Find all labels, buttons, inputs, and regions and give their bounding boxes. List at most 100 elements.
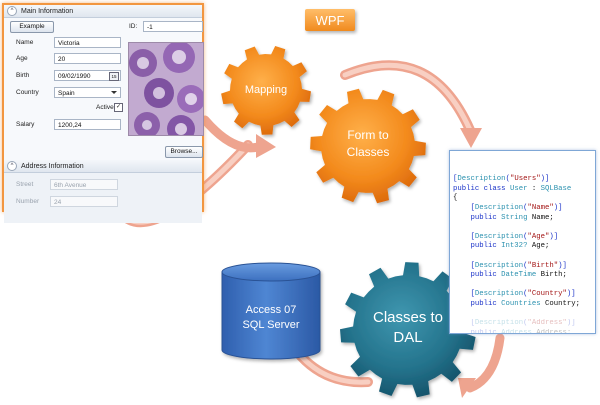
code-token: [ [470, 203, 475, 212]
code-token: Birth; [536, 271, 567, 280]
code-line: public class User : SQLBase [453, 185, 592, 195]
code-line [453, 223, 592, 233]
collapse-chevron-icon[interactable]: ^ [7, 161, 17, 171]
age-label: Age [16, 55, 28, 62]
code-token: Description [474, 261, 524, 270]
number-field[interactable]: 24 [50, 196, 118, 207]
collapse-chevron-icon[interactable]: ^ [7, 6, 17, 16]
main-information-title: Main Information [21, 7, 74, 15]
wpf-label: WPF [316, 13, 345, 28]
code-line: [Description("Age")] [453, 233, 592, 243]
code-token: Description [474, 232, 524, 241]
code-line: public Int32? Age; [453, 242, 592, 252]
code-token: "Name" [527, 203, 554, 212]
code-token: )] [540, 175, 550, 184]
name-field[interactable]: Victoria [54, 37, 121, 48]
code-token [453, 214, 471, 222]
form-to-classes-line1: Form to [347, 128, 389, 142]
salary-label: Salary [16, 121, 35, 128]
main-information-panel: Example ID: -1 Name Victoria Age 20 Birt… [4, 18, 204, 160]
wpf-form-window: ^ Main Information Example ID: -1 Name V… [2, 3, 204, 223]
code-token: ( [523, 261, 528, 270]
browse-button[interactable]: Browse... [165, 146, 203, 158]
code-token: User [509, 184, 528, 193]
main-information-header[interactable]: ^ Main Information [4, 5, 202, 18]
code-token: )] [566, 319, 576, 328]
dropdown-arrow-icon[interactable] [111, 91, 117, 94]
birth-date-picker[interactable]: 09/02/1990 15 [54, 70, 121, 81]
code-token: [ [470, 319, 475, 328]
code-token: ( [505, 175, 510, 184]
code-line: [Description("Birth")] [453, 262, 592, 272]
wpf-badge: WPF [305, 9, 355, 31]
street-field[interactable]: 6th Avenue [50, 179, 118, 190]
active-checkbox[interactable]: ✓ [114, 103, 123, 112]
code-token: ( [523, 203, 528, 212]
code-token: public [470, 271, 502, 280]
code-token: "Users" [509, 175, 541, 184]
code-token: )] [553, 203, 563, 212]
code-line: [Description("Country")] [453, 290, 592, 300]
code-token: "Address" [527, 319, 567, 328]
purple-rings-picture [129, 43, 203, 135]
arrow-to-form-to-classes [200, 115, 276, 158]
code-line: public DateTime Birth; [453, 271, 592, 281]
calendar-icon[interactable]: 15 [109, 72, 119, 81]
country-value: Spain [58, 90, 75, 97]
name-label: Name [16, 39, 34, 46]
code-token [453, 204, 471, 212]
code-line [453, 310, 592, 320]
code-line: public String Name; [453, 214, 592, 224]
code-token: Description [474, 319, 524, 328]
id-label: ID: [129, 23, 138, 30]
code-token: [ [470, 261, 475, 270]
code-token [453, 290, 471, 298]
code-token: "Country" [527, 290, 567, 299]
mapping-gear: Mapping [221, 46, 311, 135]
code-token [453, 262, 471, 270]
code-token: Description [474, 203, 524, 212]
code-token: Countries [501, 299, 541, 308]
code-line: { [453, 194, 592, 204]
form-to-classes-gear: Form to Classes [310, 88, 426, 204]
street-label: Street [16, 181, 34, 188]
code-line [453, 281, 592, 291]
code-token: DateTime [501, 271, 537, 280]
code-token: Age; [527, 242, 550, 251]
classes-to-dal-gear: Classes to DAL [340, 262, 476, 398]
address-information-title: Address Information [21, 162, 84, 170]
user-class-code: [Description("Users")]public class User … [449, 150, 596, 334]
mapping-gear-label: Mapping [245, 84, 287, 96]
birth-value: 09/02/1990 [58, 73, 91, 80]
code-token: Address [501, 328, 532, 334]
database-line1: Access 07 [246, 304, 297, 316]
code-token: ( [523, 232, 528, 241]
number-label: Number [16, 198, 40, 205]
id-field[interactable]: -1 [143, 21, 203, 32]
code-token [453, 329, 471, 333]
form-to-classes-line2: Classes [347, 145, 390, 159]
code-token [453, 319, 471, 327]
example-button[interactable]: Example [10, 21, 54, 33]
address-information-header[interactable]: ^ Address Information [4, 160, 202, 173]
code-token [453, 233, 471, 241]
arrow-to-code [340, 60, 482, 148]
code-line: public Address Address; [453, 328, 592, 334]
code-line: [Description("Users")] [453, 175, 592, 185]
code-line: [Description("Address")] [453, 319, 592, 329]
age-field[interactable]: 20 [54, 53, 121, 64]
code-token: String [501, 213, 528, 222]
code-lines: [Description("Users")]public class User … [453, 175, 592, 334]
classes-to-dal-line2: DAL [393, 329, 422, 346]
code-token: { [453, 194, 458, 203]
code-token: [ [453, 175, 458, 184]
code-token: [ [470, 290, 475, 299]
database-cylinder: Access 07 SQL Server [221, 262, 321, 360]
code-token: ( [523, 290, 528, 299]
salary-field[interactable]: 1200,24 [54, 119, 121, 130]
code-token: Int32? [501, 242, 528, 251]
database-line2: SQL Server [242, 319, 299, 331]
code-token: : [527, 184, 541, 193]
country-select[interactable]: Spain [54, 87, 121, 98]
